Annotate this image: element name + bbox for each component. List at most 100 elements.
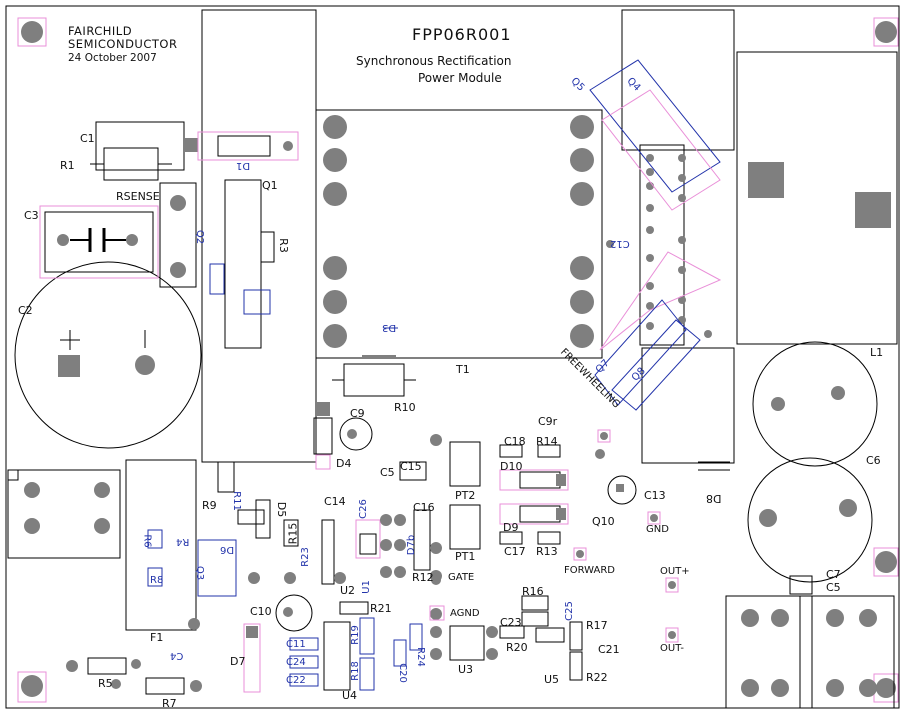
- label-c9: C9: [350, 407, 365, 420]
- testpoint-gate: GATE: [448, 572, 475, 583]
- testpoint-agnd: AGND: [450, 608, 480, 619]
- company-name-line1: FAIRCHILD: [68, 24, 133, 38]
- company-name-line2: SEMICONDUCTOR: [68, 37, 178, 51]
- testpoint-out-plus: OUT+: [660, 566, 690, 577]
- testpoint-out-minus: OUT-: [660, 643, 684, 654]
- label-r3: R3: [276, 238, 290, 253]
- label-u2: U2: [340, 584, 356, 597]
- label-c13: C13: [644, 489, 666, 502]
- label-r14: R14: [536, 435, 558, 448]
- label-u1: U1: [360, 580, 372, 594]
- label-l1: L1: [870, 346, 884, 359]
- label-r6: R6: [141, 534, 153, 548]
- c3-outline: [39, 205, 159, 279]
- label-d4: D4: [336, 457, 352, 470]
- label-c6: C6: [866, 454, 881, 467]
- label-d6: D6: [220, 544, 235, 555]
- c6-outline: [752, 341, 878, 467]
- part-number-title: FPP06R001: [412, 25, 512, 44]
- label-c21: C21: [598, 643, 620, 656]
- label-c3: C3: [24, 209, 39, 222]
- label-r4: R4: [176, 536, 190, 547]
- label-u4: U4: [342, 689, 358, 702]
- label-c12: C12: [610, 238, 630, 249]
- label-c23: C23: [500, 616, 522, 629]
- label-c26: C26: [357, 499, 369, 519]
- f1-outline: [125, 459, 197, 631]
- label-u5: U5: [544, 673, 560, 686]
- l1-pad-2: [855, 192, 891, 228]
- label-f1: F1: [150, 631, 164, 644]
- output-connector: [725, 595, 895, 709]
- label-c25: C25: [563, 601, 575, 621]
- label-r19: R19: [349, 625, 361, 645]
- label-c9r: C9r: [538, 415, 558, 428]
- label-pt2: PT2: [455, 489, 476, 502]
- label-r13: R13: [536, 545, 558, 558]
- label-r18: R18: [349, 661, 361, 681]
- label-u3: U3: [458, 663, 474, 676]
- label-c24: C24: [286, 657, 306, 668]
- label-c10: C10: [250, 605, 272, 618]
- l1-pad-1: [748, 162, 784, 198]
- label-r5: R5: [98, 677, 113, 690]
- input-connector: [7, 469, 121, 559]
- c2-outline: [14, 261, 202, 449]
- connector-pads: [606, 154, 712, 338]
- misc-components: [66, 263, 730, 695]
- label-c15: C15: [400, 460, 422, 473]
- label-r24: R24: [414, 647, 426, 667]
- label-d10: D10: [500, 460, 523, 473]
- label-r11: R11: [230, 491, 242, 511]
- label-d5: D5: [275, 501, 289, 518]
- label-r16: R16: [522, 585, 544, 598]
- label-d3: D3: [382, 322, 397, 333]
- label-c2: C2: [18, 304, 33, 317]
- r3-body: [260, 231, 275, 263]
- label-rsense: RSENSE: [116, 190, 160, 203]
- label-r10: R10: [394, 401, 416, 414]
- label-c4: C4: [170, 650, 184, 661]
- board-date: 24 October 2007: [68, 52, 157, 64]
- label-c7: C7: [826, 568, 841, 581]
- label-r22: R22: [586, 671, 608, 684]
- label-r23: R23: [299, 547, 311, 567]
- label-r20: R20: [506, 641, 528, 654]
- board-outline: [5, 5, 900, 709]
- q1-body: [224, 179, 262, 349]
- label-pt1: PT1: [455, 550, 476, 563]
- testpoint-forward: FORWARD: [564, 565, 615, 576]
- description-line1: Synchronous Rectification: [356, 54, 512, 68]
- label-r12: R12: [412, 571, 434, 584]
- l1-outline: [736, 51, 898, 345]
- label-c11: C11: [286, 639, 306, 650]
- c1-outline: [95, 121, 185, 171]
- label-c17: C17: [504, 545, 526, 558]
- t1-pads: [323, 115, 594, 348]
- right-heatsink-top: [621, 9, 735, 151]
- label-r8: R8: [150, 575, 164, 586]
- label-r17: R17: [586, 619, 608, 632]
- rsense-outline: [159, 182, 197, 288]
- label-r7: R7: [162, 697, 177, 710]
- label-t1: T1: [456, 363, 470, 376]
- label-d7b: D7b: [406, 534, 418, 556]
- description-line2: Power Module: [418, 71, 502, 85]
- label-c14: C14: [324, 495, 346, 508]
- label-r9: R9: [202, 499, 217, 512]
- label-q2: Q2: [194, 229, 206, 245]
- label-d9: D9: [503, 521, 519, 534]
- label-q1: Q1: [262, 179, 278, 192]
- c5-outline: [747, 457, 873, 583]
- testpoint-gnd: GND: [646, 524, 669, 535]
- label-c5-small: C5: [380, 466, 395, 479]
- label-d7: D7: [230, 655, 246, 668]
- label-r15: R15: [286, 522, 300, 545]
- label-d1: D1: [236, 160, 251, 171]
- label-c5: C5: [826, 581, 841, 594]
- label-q10: Q10: [592, 515, 615, 528]
- connector-strip: [639, 144, 685, 346]
- left-heatsink-block: [201, 9, 317, 463]
- label-q3: Q3: [194, 565, 206, 581]
